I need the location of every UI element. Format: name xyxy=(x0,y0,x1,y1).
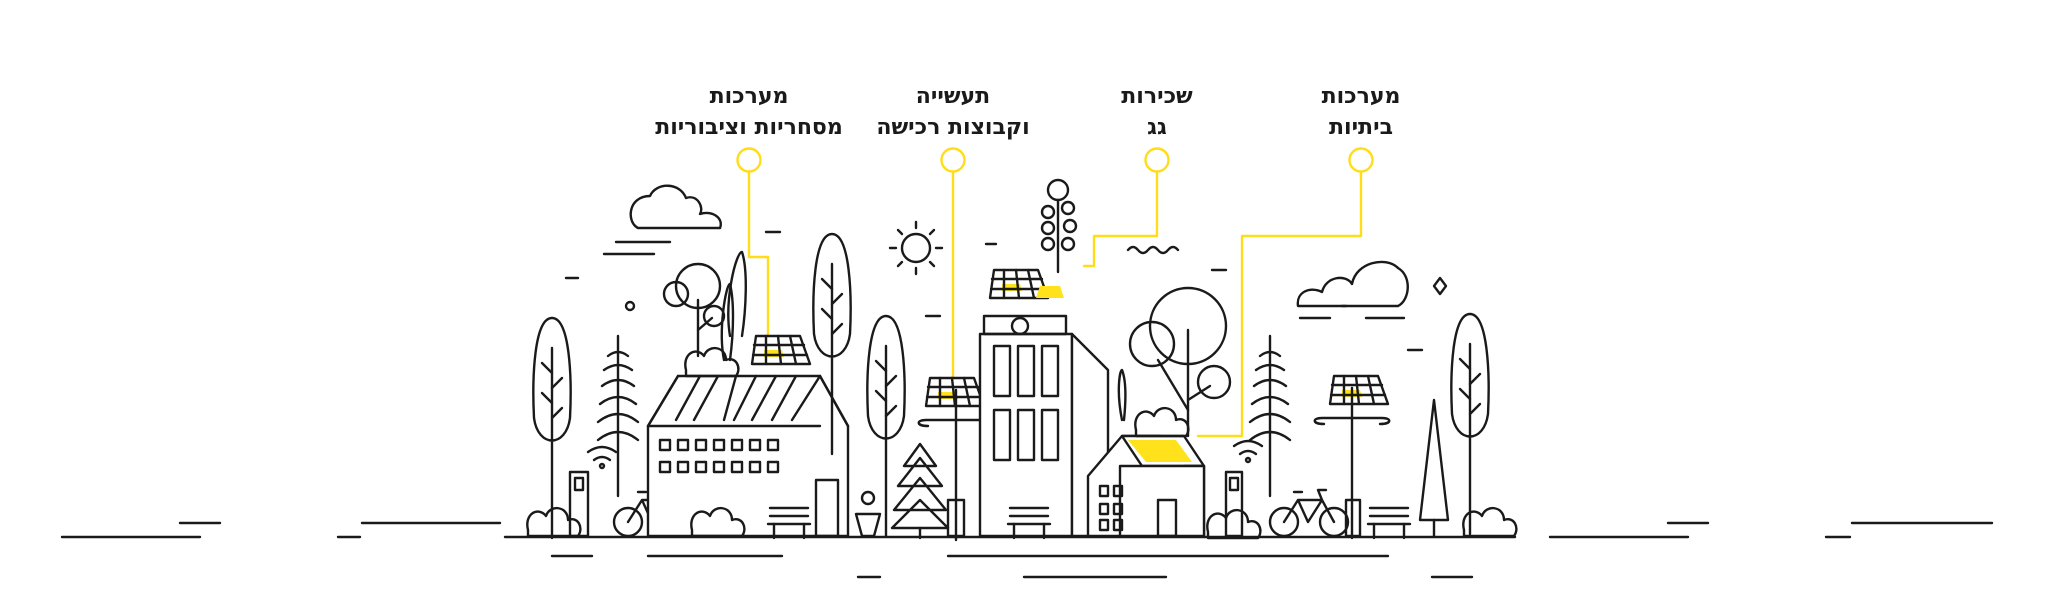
sun-rays xyxy=(888,220,944,276)
spruce-tree-icon xyxy=(596,334,640,498)
poplar-tree-icon xyxy=(532,316,572,540)
category-industry-label: תעשייה וקבוצות רכישה xyxy=(833,81,1073,143)
round-tree-icon xyxy=(1128,286,1232,438)
bush-icon xyxy=(1134,406,1190,438)
tower-building-icon xyxy=(978,178,1110,538)
leader-lines xyxy=(736,147,1374,438)
category-industry-line2: וקבוצות רכישה xyxy=(876,115,1030,140)
bush-icon xyxy=(1462,506,1518,538)
cypress-tree-icon xyxy=(1418,398,1450,538)
category-home-label: מערכות ביתיות xyxy=(1241,81,1481,143)
bicycle-icon xyxy=(1268,488,1350,538)
commercial-building-icon xyxy=(646,250,850,538)
category-commercial-label: מערכות מסחריות וציבוריות xyxy=(629,81,869,143)
sky-elements xyxy=(564,184,1448,352)
charging-station-icon xyxy=(568,445,618,538)
category-commercial-line2: מסחריות וציבוריות xyxy=(655,115,843,140)
commercial-solar-panel-icon xyxy=(750,334,812,366)
pine-tree-icon xyxy=(890,442,950,540)
category-home-line2: ביתיות xyxy=(1329,115,1393,140)
bush-icon xyxy=(1206,508,1262,540)
bench-icon xyxy=(1366,506,1412,540)
bird-wave-icon xyxy=(1126,245,1180,255)
poplar-tree-icon xyxy=(1450,312,1490,536)
charging-station-icon xyxy=(1224,439,1264,538)
category-industry-line1: תעשייה xyxy=(915,84,991,109)
category-roof-line2: גג xyxy=(1147,115,1167,140)
roof-marker xyxy=(1144,147,1170,173)
category-roof-line1: שכירות xyxy=(1121,84,1193,109)
category-home-line1: מערכות xyxy=(1321,84,1401,109)
cloud-icon xyxy=(629,184,722,230)
spruce-tree-icon xyxy=(1248,334,1292,498)
cloud-icon xyxy=(1296,260,1409,308)
category-commercial-line1: מערכות xyxy=(709,84,789,109)
street-solar-panel-icon xyxy=(917,376,995,542)
home-marker xyxy=(1348,147,1374,173)
bush-icon xyxy=(526,506,582,538)
commercial-marker xyxy=(736,147,762,173)
trash-bin-icon xyxy=(854,490,882,538)
industry-marker xyxy=(940,147,966,173)
house-building-icon xyxy=(1086,368,1206,538)
category-roof-label: שכירות גג xyxy=(1037,81,1277,143)
street-solar-panel-icon xyxy=(1313,374,1391,540)
sun-icon xyxy=(900,232,932,264)
